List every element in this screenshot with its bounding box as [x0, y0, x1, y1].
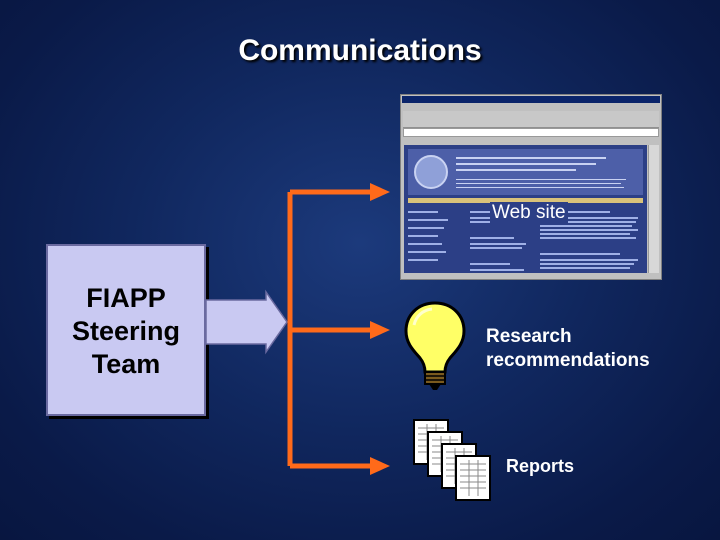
light-bulb-icon: [404, 301, 466, 390]
research-recommendations-label: Research recommendations: [486, 325, 650, 373]
steering-team-box: FIAPP Steering Team: [46, 244, 206, 416]
team-line-2: Steering: [71, 316, 181, 346]
browser-screenshot-icon: [400, 94, 662, 280]
document-stack-icon: [413, 419, 491, 501]
big-arrow-icon: [205, 289, 288, 355]
research-line-1: Research: [486, 326, 572, 347]
arrow-head-research: [370, 321, 390, 339]
arrow-head-web: [370, 183, 390, 201]
team-line-1: FIAPP: [86, 283, 166, 313]
steering-team-label: FIAPP Steering Team: [48, 282, 204, 381]
research-line-2: recommendations: [486, 350, 650, 371]
reports-label: Reports: [506, 456, 575, 476]
arrow-head-reports: [370, 457, 390, 475]
slide-title: Communications: [238, 34, 482, 67]
web-site-label: Web site: [490, 202, 568, 224]
team-line-3: Team: [91, 349, 161, 379]
site-logo-icon: [414, 155, 448, 189]
branch-arrows: [287, 189, 372, 469]
